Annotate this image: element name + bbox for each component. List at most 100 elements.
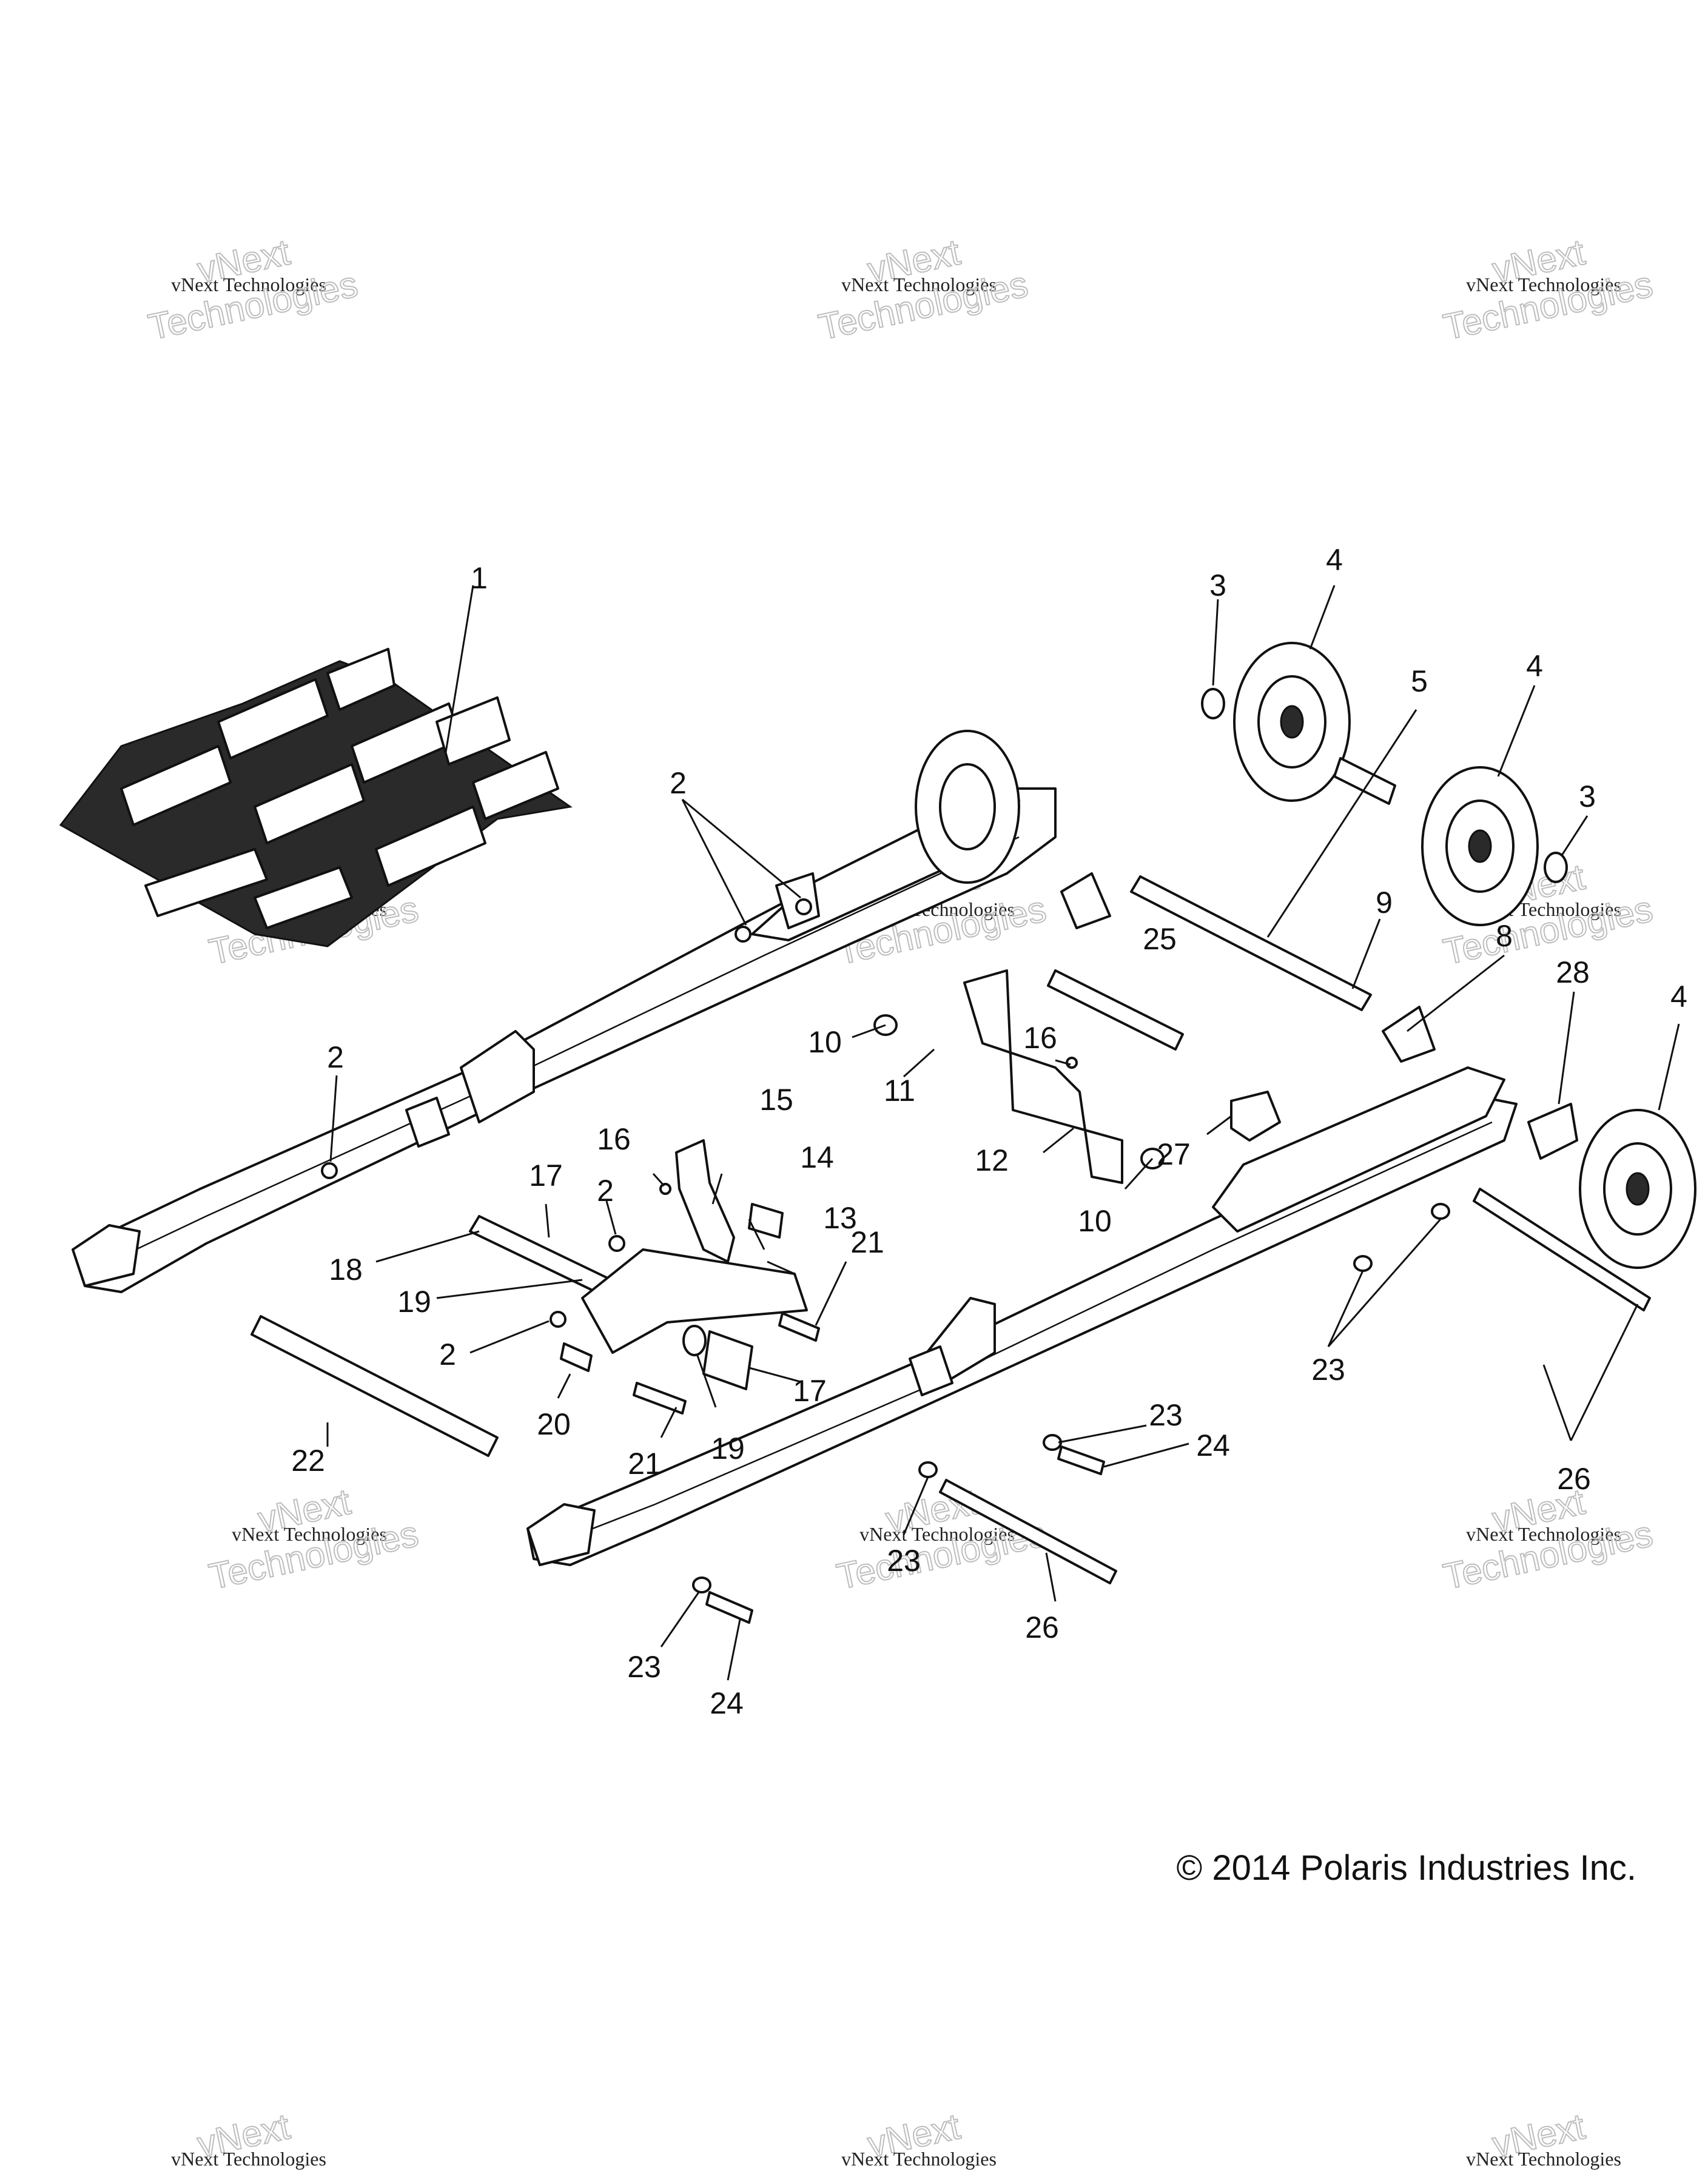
callout-3: 3	[1579, 779, 1596, 813]
callout-24: 24	[1196, 1428, 1230, 1462]
shaft-5	[1333, 757, 1396, 805]
callout-4: 4	[1526, 649, 1543, 683]
nut-2	[735, 926, 751, 943]
watermark: vNext vNext Technologies	[171, 2105, 326, 2170]
callout-12: 12	[975, 1143, 1009, 1177]
leader-lines	[326, 585, 1680, 1681]
callout-27: 27	[1157, 1137, 1191, 1171]
callout-22: 22	[291, 1444, 325, 1478]
callout-4: 4	[1670, 980, 1687, 1014]
callout-14: 14	[800, 1140, 834, 1174]
watermark: vNext vNext Technologies Technologies	[815, 231, 1032, 348]
callout-23: 23	[887, 1544, 921, 1578]
callout-labels: 1 2 2 2 2 3 3 4 4 4 5 8 9 10 10 11 12 13…	[291, 543, 1687, 1720]
callout-23: 23	[627, 1650, 661, 1684]
watermark: vNext vNext Technologies Technologies	[205, 1481, 423, 1598]
idler-wheel	[1579, 1109, 1696, 1269]
svg-text:vNext Technologies: vNext Technologies	[1466, 2148, 1621, 2170]
bolt-24	[705, 1591, 753, 1624]
watermark: vNext vNext Technologies Technologies	[144, 231, 362, 348]
shaft-9	[1130, 875, 1372, 1011]
callout-26: 26	[1025, 1610, 1059, 1644]
shaft-25	[1047, 969, 1184, 1051]
shaft-26-lower	[939, 1479, 1117, 1584]
washer-3	[1201, 688, 1225, 719]
bolt-24	[1057, 1445, 1105, 1475]
callout-9: 9	[1376, 886, 1393, 920]
watermark: vNext vNext Technologies	[841, 2105, 997, 2170]
callout-23: 23	[1149, 1398, 1183, 1432]
svg-text:vNext Technologies: vNext Technologies	[232, 1523, 387, 1545]
watermark: vNext vNext Technologies Technologies	[1439, 231, 1657, 348]
callout-4: 4	[1326, 543, 1343, 577]
callout-21: 21	[628, 1447, 662, 1481]
washer-3	[1544, 852, 1568, 883]
nut-2	[795, 898, 812, 915]
bolt-21	[778, 1312, 820, 1342]
bracket-13	[581, 1248, 808, 1354]
callout-15: 15	[759, 1083, 793, 1117]
mount	[405, 1097, 450, 1148]
nut-2	[608, 1235, 625, 1252]
callout-13: 13	[823, 1201, 857, 1235]
washer-19	[682, 1325, 707, 1356]
svg-text:vNext Technologies: vNext Technologies	[841, 2148, 997, 2170]
pin-20	[560, 1342, 593, 1372]
callout-19: 19	[397, 1285, 431, 1319]
svg-text:vNext Technologies: vNext Technologies	[1466, 1523, 1621, 1545]
nut-2	[550, 1311, 567, 1328]
callout-1: 1	[471, 561, 488, 595]
callout-10: 10	[1078, 1204, 1112, 1238]
nut-16	[659, 1183, 671, 1195]
nut-16	[1066, 1057, 1078, 1069]
callout-23: 23	[1311, 1353, 1345, 1387]
callout-17: 17	[529, 1159, 563, 1193]
callout-2: 2	[670, 766, 687, 800]
bolt-21	[633, 1382, 687, 1415]
idler-wheel	[1421, 766, 1539, 926]
washer-23	[1431, 1203, 1450, 1220]
callout-26: 26	[1557, 1462, 1591, 1496]
callout-21: 21	[850, 1225, 884, 1259]
washer-23	[1043, 1434, 1062, 1451]
spacer-17	[702, 1330, 753, 1390]
svg-text:vNext Technologies: vNext Technologies	[171, 2148, 326, 2170]
callout-10: 10	[808, 1025, 842, 1059]
copyright-notice: © 2014 Polaris Industries Inc.	[1176, 1848, 1636, 1888]
washer-23	[918, 1461, 938, 1478]
shaft-26-upper	[1473, 1188, 1651, 1311]
bracket-12	[963, 969, 1123, 1184]
callout-16: 16	[1023, 1021, 1057, 1055]
callout-25: 25	[1143, 922, 1177, 956]
mount	[1060, 872, 1111, 929]
callout-23: 23	[887, 1544, 921, 1578]
svg-text:vNext Technologies: vNext Technologies	[859, 1523, 1015, 1545]
shaft-22	[250, 1315, 499, 1457]
mount	[909, 1345, 953, 1396]
callout-19: 19	[711, 1432, 745, 1465]
callout-28: 28	[1556, 955, 1590, 989]
bumper-27	[1230, 1091, 1281, 1142]
watermark: vNext vNext Technologies Technologies	[833, 1481, 1051, 1598]
svg-text:vNext Technologies: vNext Technologies	[1466, 274, 1621, 295]
callout-2: 2	[597, 1174, 614, 1208]
callout-8: 8	[1496, 919, 1513, 953]
bushing-28	[1527, 1103, 1578, 1160]
callout-18: 18	[329, 1253, 363, 1287]
svg-text:vNext Technologies: vNext Technologies	[171, 274, 326, 295]
washer-23	[1353, 1255, 1373, 1272]
callout-11: 11	[884, 1074, 915, 1108]
callout-16: 16	[597, 1122, 631, 1156]
callout-24: 24	[710, 1686, 744, 1720]
watermark: vNext vNext Technologies	[1466, 2105, 1621, 2170]
watermark: vNext vNext Technologies Technologies	[1439, 1481, 1657, 1598]
callout-3: 3	[1209, 568, 1226, 602]
callout-20: 20	[537, 1407, 571, 1441]
callout-17: 17	[793, 1374, 827, 1408]
track-section	[59, 648, 573, 947]
callout-2: 2	[327, 1040, 344, 1074]
callout-2: 2	[439, 1337, 456, 1371]
callout-5: 5	[1411, 664, 1428, 698]
